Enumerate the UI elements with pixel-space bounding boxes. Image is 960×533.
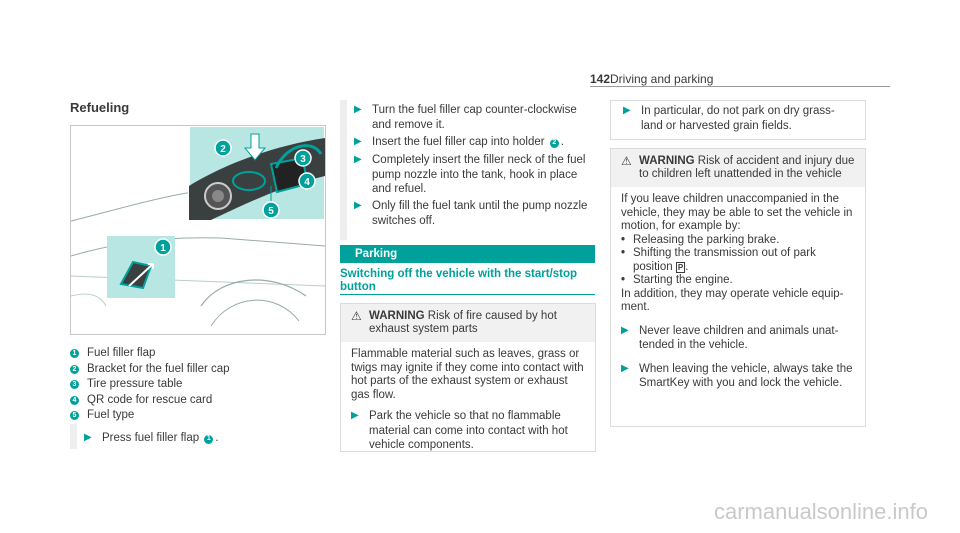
- continued-box: ▶In particular, do not park on dry grass…: [610, 100, 866, 140]
- header-rule: [590, 86, 890, 87]
- number-badge-icon: 5: [70, 411, 79, 421]
- svg-text:5: 5: [268, 206, 274, 217]
- watermark: carmanualsonline.info: [713, 499, 928, 524]
- step-bar: [70, 424, 77, 449]
- warning-body: Flammable material such as leaves, grass…: [351, 348, 584, 451]
- step-arrow-icon: ▶: [354, 200, 362, 211]
- svg-text:1: 1: [160, 243, 166, 254]
- step-press-flap: ▶ Press fuel filler flap 1.: [84, 432, 219, 444]
- park-position-icon: P: [675, 261, 686, 273]
- section-band-parking: Parking: [340, 245, 595, 263]
- step-arrow-icon: ▶: [84, 432, 92, 443]
- number-badge-icon: 1: [70, 349, 79, 359]
- step-never-leave: ▶Never leave children and animals unat-t…: [621, 324, 839, 352]
- callout-3-icon: 3: [294, 149, 312, 167]
- step-arrow-icon: ▶: [351, 410, 359, 421]
- number-badge-icon: 1: [204, 434, 214, 444]
- subsection-rule: [340, 294, 595, 295]
- number-badge-icon: 2: [70, 364, 79, 374]
- subsection-title: Switching off the vehicle with the start…: [340, 268, 578, 293]
- callout-2-icon: 2: [214, 139, 232, 157]
- warning-header: ⚠ WARNING Risk of accident and injury du…: [611, 149, 865, 187]
- step-arrow-icon: ▶: [623, 105, 631, 116]
- step-arrow-icon: ▶: [621, 324, 629, 336]
- warning-body: If you leave children unaccompanied in t…: [611, 187, 865, 397]
- number-badge-icon: 2: [549, 138, 559, 148]
- svg-text:2: 2: [220, 144, 226, 155]
- step-park-safely: ▶Park the vehicle so that no flammable m…: [351, 410, 568, 451]
- warning-box-children: ⚠ WARNING Risk of accident and injury du…: [610, 148, 866, 427]
- bullet-item: •Releasing the parking brake.: [621, 233, 780, 246]
- step-dry-grass: ▶In particular, do not park on dry grass…: [623, 105, 835, 132]
- section-title-refueling: Refueling: [70, 100, 130, 115]
- warning-box-fire: ⚠ WARNING Risk of fire caused by hot exh…: [340, 303, 596, 452]
- warning-header: ⚠ WARNING Risk of fire caused by hot exh…: [341, 304, 595, 342]
- step-insert-cap: ▶ Insert the fuel filler cap into holder…: [354, 136, 565, 148]
- warning-triangle-icon: ⚠: [621, 154, 632, 168]
- car-fuel-flap-drawing: 1 2 3 4 5: [71, 126, 325, 327]
- svg-text:3: 3: [300, 154, 306, 165]
- number-badge-icon: 3: [70, 380, 79, 390]
- bullet-item: •Starting the engine.: [621, 274, 733, 286]
- warning-triangle-icon: ⚠: [351, 309, 362, 323]
- bullet-item: •Shifting the transmission out of park p…: [621, 247, 816, 273]
- callout-1-icon: 1: [154, 238, 172, 256]
- callout-5-icon: 5: [262, 201, 280, 219]
- running-header: Driving and parking: [610, 72, 714, 86]
- step-insert-nozzle: ▶Completely insert the filler neck of th…: [354, 154, 586, 195]
- step-bar: [340, 100, 347, 240]
- step-arrow-icon: ▶: [354, 104, 362, 115]
- svg-text:4: 4: [304, 177, 310, 188]
- page-number: 142: [590, 72, 611, 86]
- refueling-illustration: 1 2 3 4 5: [70, 125, 326, 335]
- step-remove-cap: ▶Turn the fuel filler cap counter-clockw…: [354, 104, 577, 131]
- step-arrow-icon: ▶: [621, 362, 629, 374]
- step-arrow-icon: ▶: [354, 136, 362, 147]
- number-badge-icon: 4: [70, 395, 79, 405]
- callout-4-icon: 4: [298, 172, 316, 190]
- step-fill-tank: ▶Only fill the fuel tank until the pump …: [354, 200, 588, 227]
- step-take-key: ▶When leaving the vehicle, always take t…: [621, 362, 853, 390]
- step-arrow-icon: ▶: [354, 154, 362, 165]
